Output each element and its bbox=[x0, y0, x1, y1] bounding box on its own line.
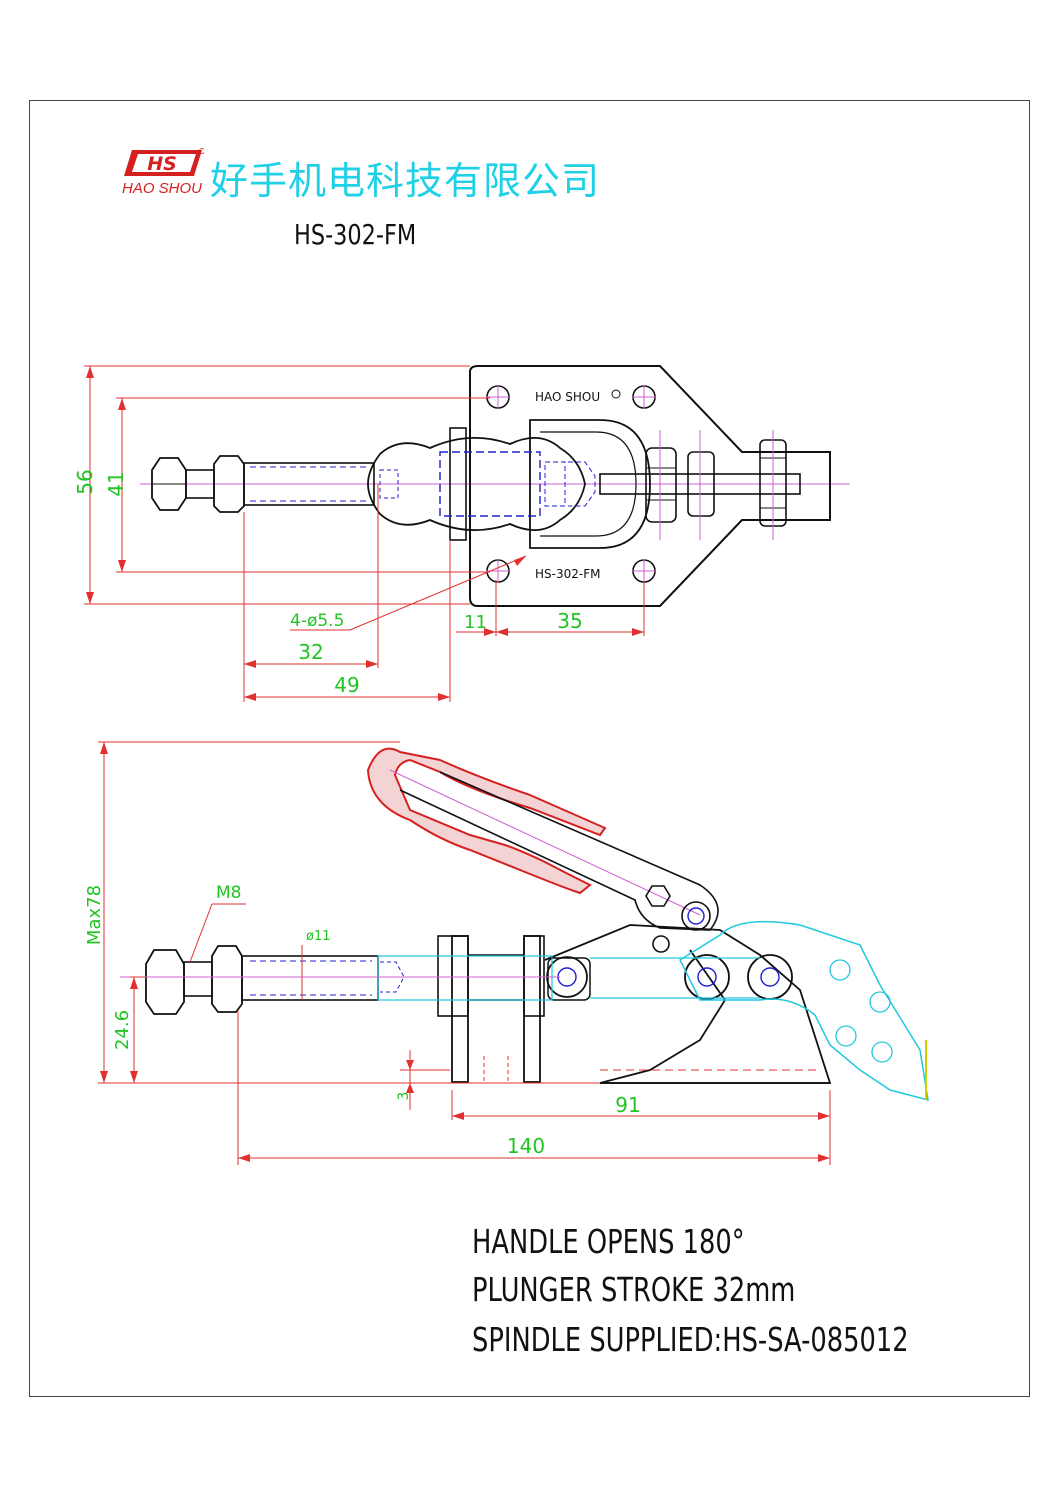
note-plunger-stroke: PLUNGER STROKE 32mm bbox=[472, 1270, 796, 1309]
model-number: HS-302-FM bbox=[294, 218, 417, 251]
brand-chinese: 好手机电科技有限公司 bbox=[210, 159, 601, 203]
haoshou-logo: HS bbox=[124, 148, 204, 176]
brand-english: HAO SHOU bbox=[122, 180, 203, 197]
drawing-frame bbox=[29, 100, 1030, 1397]
note-spindle-supplied: SPINDLE SUPPLIED:HS-SA-085012 bbox=[472, 1320, 909, 1359]
logo-text: HS bbox=[147, 153, 177, 175]
note-handle-opens: HANDLE OPENS 180° bbox=[472, 1222, 745, 1261]
